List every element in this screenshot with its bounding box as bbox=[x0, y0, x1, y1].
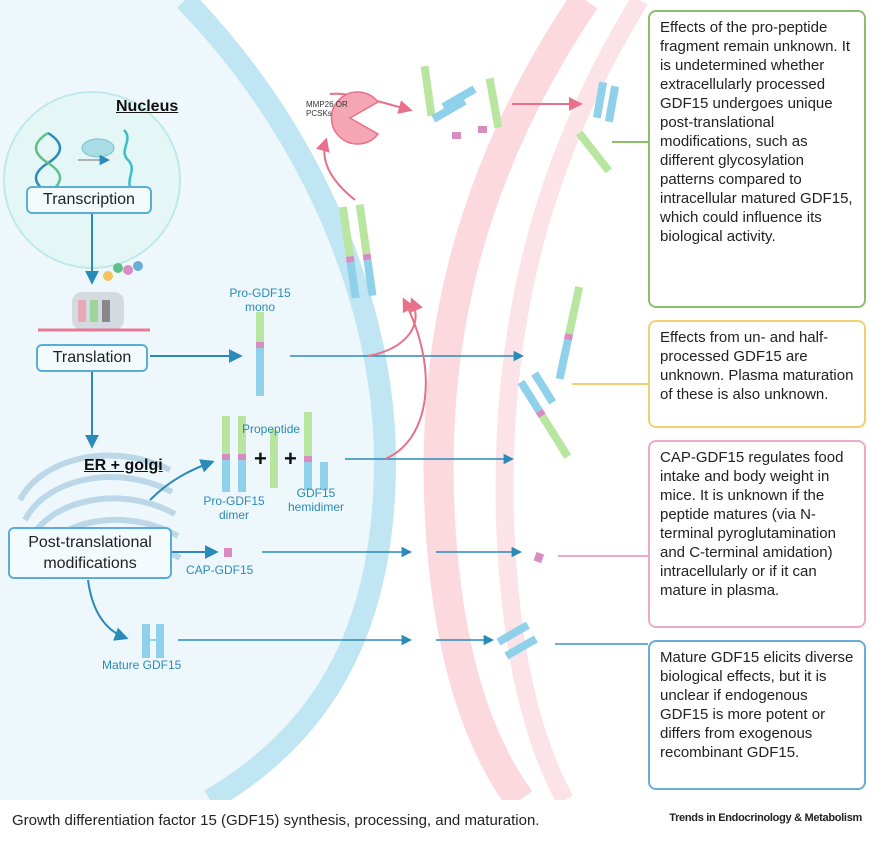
gdf15-hemidimer-molecule bbox=[304, 412, 328, 490]
vessel-mono bbox=[555, 286, 584, 380]
mrna-icon bbox=[123, 129, 134, 191]
vessel-cap bbox=[533, 551, 545, 564]
vessel-mature bbox=[496, 621, 538, 660]
propeptide-effects-box: Effects of the pro-peptide fragment rema… bbox=[648, 10, 866, 308]
er-golgi-heading: ER + golgi bbox=[84, 457, 163, 474]
polymerase-icon bbox=[81, 138, 115, 158]
vessel-dimer bbox=[517, 371, 572, 459]
transcription-step: Transcription bbox=[26, 186, 152, 214]
dna-icon bbox=[34, 131, 62, 195]
pro-gdf15-dimer-molecule bbox=[222, 416, 246, 492]
figure-caption: Growth differentiation factor 15 (GDF15)… bbox=[12, 812, 540, 829]
pro-gdf15-mono-molecule bbox=[256, 312, 264, 396]
propeptide-label: Propeptide bbox=[242, 422, 301, 436]
mature-gdf15-molecule bbox=[142, 624, 164, 658]
enzyme-shape bbox=[330, 91, 380, 145]
cap-gdf15-label: CAP-GDF15 bbox=[186, 563, 254, 577]
pro-gdf15-mono-label: Pro-GDF15 mono bbox=[229, 286, 291, 314]
mature-effects-box: Mature GDF15 elicits diverse biological … bbox=[648, 640, 866, 790]
journal-name: Trends in Endocrinology & Metabolism bbox=[669, 812, 862, 824]
enzyme-label: MMP26 OR PCSKs bbox=[306, 100, 348, 118]
gdf15-hemidimer-label: GDF15 hemidimer bbox=[287, 486, 344, 514]
membrane-dimer bbox=[338, 204, 377, 299]
unprocessed-effects-box: Effects from un- and half-processed GDF1… bbox=[648, 320, 866, 428]
pro-gdf15-dimer-label: Pro-GDF15 dimer bbox=[203, 494, 265, 522]
cap-gdf15-effects-box: CAP-GDF15 regulates food intake and body… bbox=[648, 440, 866, 628]
translation-step: Translation bbox=[36, 344, 148, 372]
cap-gdf15-molecule bbox=[224, 548, 232, 557]
vessel-wall-outer bbox=[423, 0, 598, 809]
plus-sign-1: + bbox=[254, 446, 267, 471]
mature-gdf15-label: Mature GDF15 bbox=[102, 658, 182, 672]
plus-sign-2: + bbox=[284, 446, 297, 471]
gdf15-diagram: Nucleus ER + golgi Transcription Transla… bbox=[0, 0, 866, 810]
propeptide-molecule bbox=[270, 430, 278, 488]
post-translational-step: Post-translational modifications bbox=[8, 527, 172, 579]
nucleus-heading: Nucleus bbox=[116, 98, 179, 115]
vessel-wall-inner bbox=[495, 0, 648, 805]
